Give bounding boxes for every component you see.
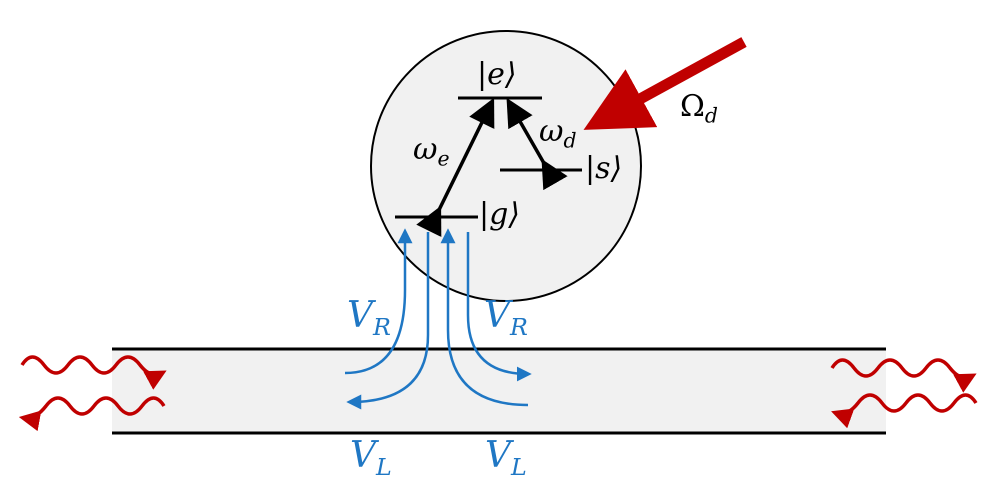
vr-left-subscript: R	[373, 313, 391, 342]
drive-symbol: Ω	[680, 89, 705, 124]
transition-arrow-se	[506, 97, 568, 191]
ground-state-label: |g⟩	[479, 197, 521, 232]
coupling-label-vr-left: VR	[347, 298, 391, 340]
omega-e-symbol: ω	[413, 132, 438, 167]
vr-left-symbol: V	[347, 295, 373, 336]
transition-arrow-ge	[416, 97, 495, 238]
photon-right-outgoing	[830, 358, 977, 393]
waveguide-body	[112, 349, 886, 433]
omega-e-label: ωe	[413, 135, 450, 169]
coupling-label-vr-right: VR	[484, 298, 528, 340]
drive-arrow	[583, 37, 747, 130]
vr-right-symbol: V	[484, 295, 510, 336]
photon-left-outgoing	[18, 396, 166, 432]
coupling-arrow-down-right	[466, 232, 532, 382]
omega-d-subscript: d	[563, 128, 577, 153]
omega-e-subscript: e	[437, 146, 450, 171]
omega-d-label: ωd	[539, 117, 577, 151]
vl-left-symbol: V	[350, 435, 376, 476]
coupling-label-vl-right: VL	[485, 438, 527, 480]
vl-right-symbol: V	[485, 435, 511, 476]
photon-right-incoming	[831, 393, 978, 429]
coupling-arrow-down-left	[346, 232, 430, 410]
storage-state-label: |s⟩	[585, 151, 623, 186]
drive-subscript: d	[704, 103, 718, 128]
omega-d-symbol: ω	[539, 114, 564, 149]
drive-label: Ωd	[680, 92, 718, 126]
coupling-arrow-up-right	[440, 228, 529, 407]
coupling-arrow-up-left	[344, 228, 413, 375]
photon-left-incoming	[20, 355, 167, 390]
coupling-label-vl-left: VL	[350, 438, 392, 480]
excited-state-label: |e⟩	[477, 57, 517, 92]
vr-right-subscript: R	[510, 313, 528, 342]
vl-left-subscript: L	[376, 453, 392, 482]
vl-right-subscript: L	[511, 453, 527, 482]
